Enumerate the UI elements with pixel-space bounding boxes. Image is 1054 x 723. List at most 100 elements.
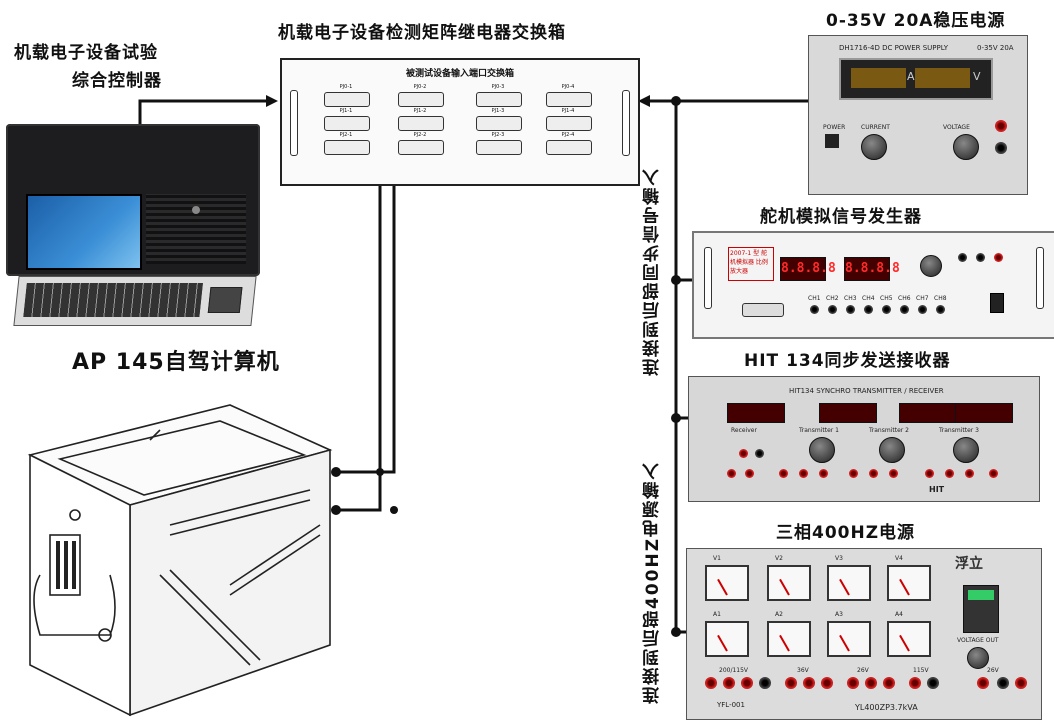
tp-group: 36V [797,667,809,674]
ch-jack[interactable] [810,305,819,314]
voltage-out-knob[interactable] [967,647,989,669]
output-jack[interactable] [909,677,921,689]
tp-a-label: A2 [775,611,783,618]
ch-label: CH2 [826,295,839,302]
servo-toggle[interactable] [958,253,967,262]
wire-controller-matrix [138,99,268,124]
synchro-jack[interactable] [925,469,934,478]
conn-label: PJ0-2 [413,84,427,90]
threephase-device: V1 V2 V3 V4 A1 A2 A3 A4 浮立 VOLTAGE OUT 2… [686,548,1042,720]
matrix-connector [546,92,592,107]
synchro-knob[interactable] [809,437,835,463]
wire-matrix-case-4 [336,122,396,474]
synchro-jack[interactable] [739,449,748,458]
synchro-jack[interactable] [945,469,954,478]
ch-jack[interactable] [918,305,927,314]
output-jack[interactable] [927,677,939,689]
synchro-brand: HIT [929,485,945,494]
synchro-knob[interactable] [953,437,979,463]
voltmeter [827,565,871,601]
output-jack[interactable] [883,677,895,689]
voltage-knob[interactable] [953,134,979,160]
ch-label: CH3 [844,295,857,302]
tp-group: 115V [913,667,929,674]
synchro-jack[interactable] [745,469,754,478]
negative-terminal[interactable] [995,142,1007,154]
output-jack[interactable] [741,677,753,689]
servo-knob[interactable] [920,255,942,277]
tp-out-label: VOLTAGE OUT [957,637,999,644]
synchro-jack[interactable] [989,469,998,478]
psu-title: 0-35V 20A稳压电源 [826,11,1006,31]
tp-a-label: A3 [835,611,843,618]
ch-label: CH8 [934,295,947,302]
ch-label: CH6 [898,295,911,302]
tp-a-label: A1 [713,611,721,618]
positive-terminal[interactable] [995,120,1007,132]
servo-power-switch[interactable] [990,293,1004,313]
synchro-jack[interactable] [889,469,898,478]
ch-jack[interactable] [882,305,891,314]
matrix-relay-box: 被测试设备输入端口交换箱 PJ0-1 PJ0-2 PJ0-3 PJ0-4 PJ1… [280,58,640,186]
tp-group: 200/115V [719,667,749,674]
ch-jack[interactable] [936,305,945,314]
synchro-jack[interactable] [779,469,788,478]
ap-computer-label: AP 145自驾计算机 [72,350,280,375]
synchro-jack[interactable] [799,469,808,478]
ch-jack[interactable] [828,305,837,314]
tp-sign: YFL-001 [717,701,745,709]
conn-label: PJ2-2 [413,132,427,138]
tp-group: 26V [987,667,999,674]
psu-current-label: CURRENT [861,124,890,131]
ch-jack[interactable] [900,305,909,314]
output-jack[interactable] [1015,677,1027,689]
conn-label: PJ2-3 [491,132,505,138]
output-jack[interactable] [847,677,859,689]
output-jack[interactable] [865,677,877,689]
output-jack[interactable] [977,677,989,689]
output-jack[interactable] [997,677,1009,689]
psu-range: 0-35V 20A [977,44,1014,52]
vfd-controller[interactable] [963,585,999,633]
ch-jack[interactable] [864,305,873,314]
servo-toggle[interactable] [994,253,1003,262]
ch-jack[interactable] [846,305,855,314]
matrix-left-handle [290,90,298,156]
servo-led-1: 8.8.8.8 [780,257,836,281]
output-jack[interactable] [723,677,735,689]
synchro-jack[interactable] [755,449,764,458]
servo-badge: 2007-1 型 舵机模拟器 比例放大器 [728,247,774,281]
power-switch[interactable] [825,134,839,148]
synchro-jack[interactable] [819,469,828,478]
synchro-led [819,403,877,423]
output-jack[interactable] [705,677,717,689]
synchro-led [955,403,1013,423]
synchro-knob[interactable] [879,437,905,463]
arrow-from-psu [638,95,650,107]
output-jack[interactable] [821,677,833,689]
ch-label: CH5 [880,295,893,302]
synchro-header: HIT134 SYNCHRO TRANSMITTER / RECEIVER [789,387,944,395]
synchro-jack[interactable] [849,469,858,478]
matrix-connector [398,140,444,155]
matrix-inner-title: 被测试设备输入端口交换箱 [405,69,514,79]
ap145-case-drawing [27,404,333,717]
vertical-label-power: 连接到后部400HZ电源输入 [643,460,663,704]
pc-chassis [6,124,260,276]
ammeter [887,621,931,657]
output-jack[interactable] [759,677,771,689]
ammeter [705,621,749,657]
synchro-jack[interactable] [727,469,736,478]
conn-label: PJ0-1 [339,84,353,90]
output-jack[interactable] [785,677,797,689]
tp-v-label: V1 [713,555,721,562]
servo-title: 舵机模拟信号发生器 [760,207,922,227]
servo-toggle[interactable] [976,253,985,262]
voltmeter [767,565,811,601]
tp-group: 26V [857,667,869,674]
servo-connector[interactable] [742,303,784,317]
synchro-jack[interactable] [965,469,974,478]
output-jack[interactable] [803,677,815,689]
synchro-jack[interactable] [869,469,878,478]
current-knob[interactable] [861,134,887,160]
